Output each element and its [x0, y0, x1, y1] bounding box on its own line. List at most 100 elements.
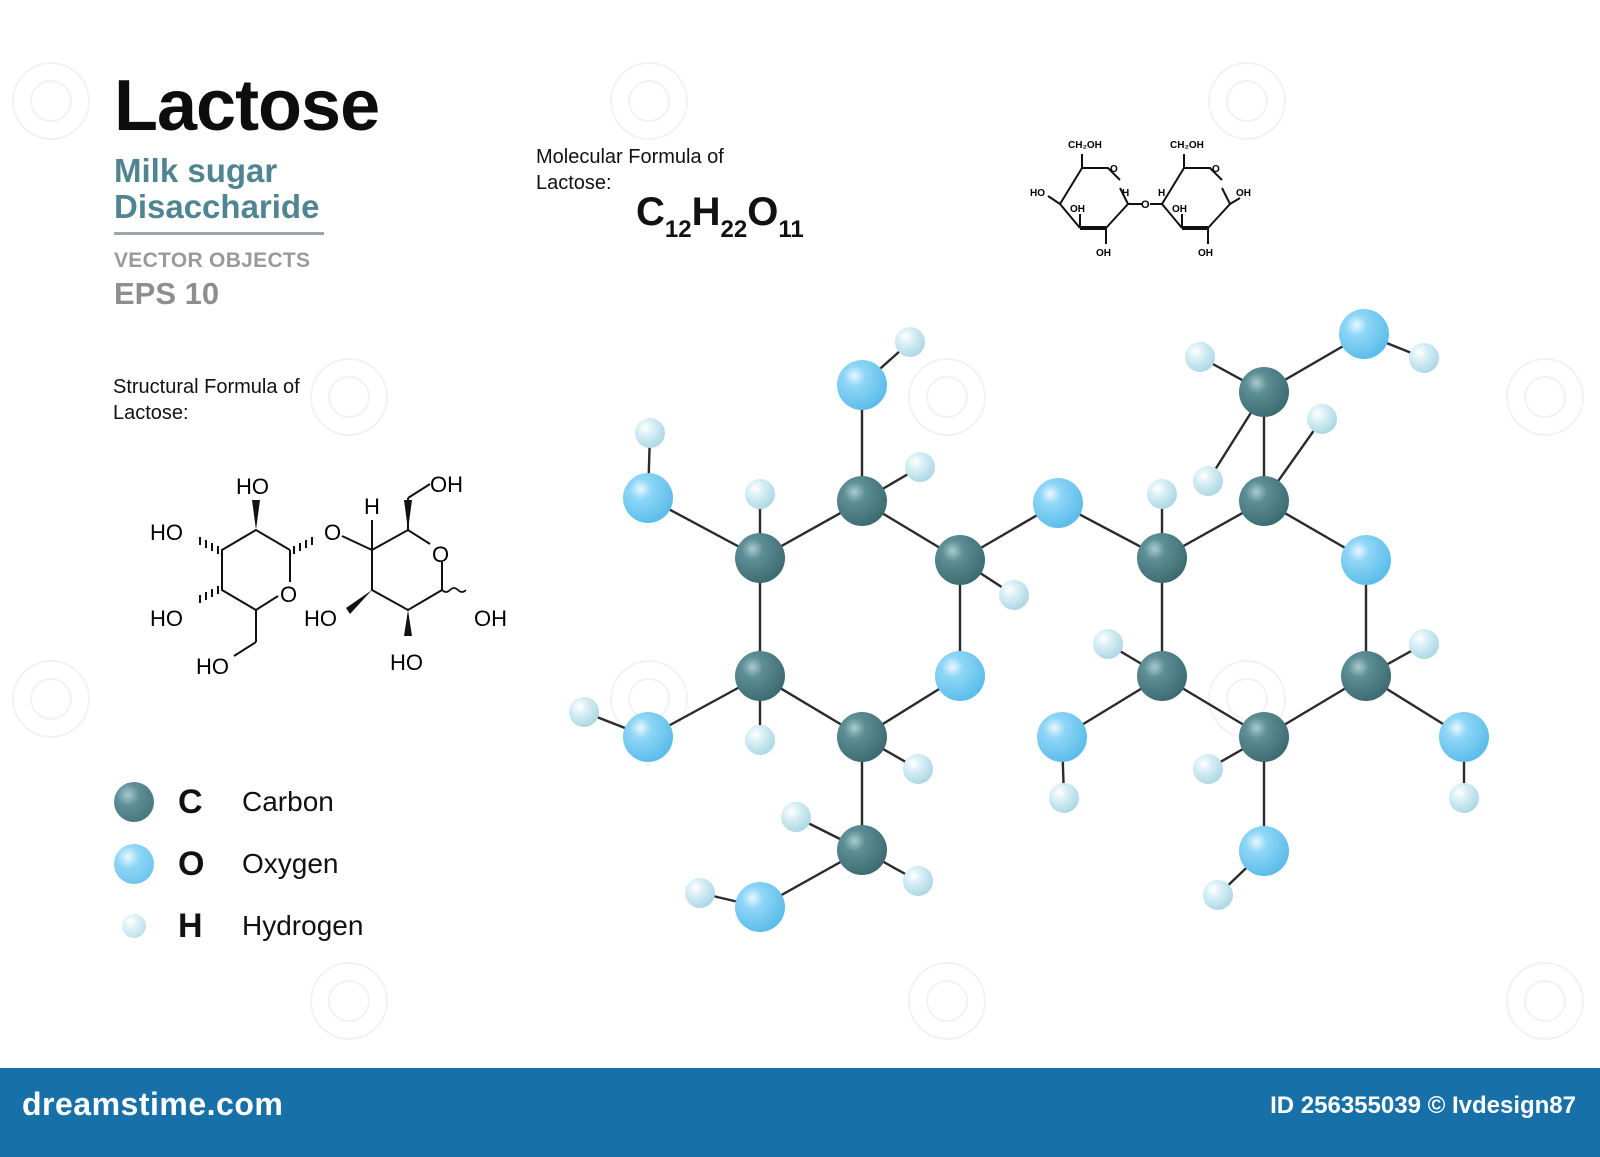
oxygen-atom [1239, 826, 1289, 876]
label-o-bridge: O [324, 520, 341, 545]
hydrogen-atom [1193, 466, 1223, 496]
label-oh-top-right: OH [430, 472, 463, 497]
hydrogen-atom [1307, 404, 1337, 434]
label-h-bridge: H [364, 494, 380, 519]
hydrogen-atom [1203, 880, 1233, 910]
hydrogen-atom [903, 754, 933, 784]
carbon-atom [837, 476, 887, 526]
hydrogen-atom [569, 697, 599, 727]
label-ho-left-upper: HO [150, 520, 183, 545]
watermark-ring [908, 962, 986, 1040]
structural-formula-caption: Structural Formula of Lactose: [113, 374, 300, 426]
haworth-ch2oh-right: CH₂OH [1170, 140, 1204, 151]
haworth-ho-left: HO [1030, 188, 1045, 199]
watermark-ring [12, 660, 90, 738]
haworth-o-ring-right: O [1212, 164, 1220, 175]
haworth-projection: CH₂OH CH₂OH HO H O H OH OH OH OH OH O O [1030, 140, 1251, 259]
legend-symbol: C [178, 783, 203, 821]
haworth-o-ring-left: O [1110, 164, 1118, 175]
carbon-atom [1239, 712, 1289, 762]
footer-logo[interactable]: dreamstime.com [22, 1086, 284, 1122]
watermark-ring [310, 358, 388, 436]
haworth-oh-right: OH [1236, 188, 1251, 199]
structural-formula: HO HO HO HO O O H OH O HO OH HO [150, 472, 507, 679]
hydrogen-atom [903, 866, 933, 896]
carbon-atom [735, 651, 785, 701]
structural-caption-line2: Lactose: [113, 402, 189, 424]
legend-symbol: O [178, 845, 205, 883]
hydrogen-atom [1449, 783, 1479, 813]
legend-name: Oxygen [242, 848, 339, 879]
carbon-atom [837, 825, 887, 875]
formula-element: H [691, 190, 721, 234]
watermark-ring [1506, 962, 1584, 1040]
formula-count: 12 [664, 216, 692, 243]
haworth-oh-ring-right: OH [1172, 204, 1187, 215]
formula-count: 22 [720, 216, 748, 243]
watermark-ring [1506, 358, 1584, 436]
haworth-h-left: H [1122, 188, 1129, 199]
carbon-atom [935, 535, 985, 585]
structural-caption-line1: Structural Formula of [113, 376, 300, 398]
oxygen-atom [1341, 535, 1391, 585]
label-oh-right-end: OH [474, 606, 507, 631]
haworth-ch2oh-left: CH₂OH [1068, 140, 1102, 151]
oxygen-atom [837, 360, 887, 410]
vector-objects-label: VECTOR OBJECTS [114, 249, 311, 272]
oxygen-atom [623, 473, 673, 523]
label-ho-left-lower: HO [150, 606, 183, 631]
hydrogen-atom [1093, 629, 1123, 659]
footer-banner: dreamstime.com ID 256355039 © Ivdesign87 [0, 1068, 1600, 1157]
hydrogen-atom [895, 327, 925, 357]
formula-count: 11 [778, 216, 804, 243]
page-title: Lactose [114, 66, 380, 146]
legend-name: Hydrogen [242, 910, 364, 941]
label-o-ring-right: O [432, 542, 449, 567]
carbon-atom [1341, 651, 1391, 701]
hydrogen-atom [1193, 754, 1223, 784]
subtitle-class: Disaccharide [114, 188, 320, 225]
hydrogen-atom [1409, 343, 1439, 373]
haworth-oh-bottom-right: OH [1198, 248, 1213, 259]
carbon-atom [1137, 651, 1187, 701]
carbon-atom [1239, 476, 1289, 526]
footer-image-id: ID 256355039 © Ivdesign87 [1270, 1092, 1576, 1119]
watermark-ring [908, 358, 986, 436]
molecular-formula-caption: Molecular Formula of Lactose: [536, 144, 724, 196]
haworth-oh-ring-left: OH [1070, 204, 1085, 215]
atoms [569, 309, 1489, 932]
label-ho-right-lower: HO [304, 606, 337, 631]
hydrogen-atom [781, 802, 811, 832]
oxygen-atom [1439, 712, 1489, 762]
label-ho-bottom-ch2: HO [196, 654, 229, 679]
oxygen-atom [1037, 712, 1087, 762]
watermark-ring [310, 962, 388, 1040]
label-o-ring-left: O [280, 582, 297, 607]
carbon-atom [837, 712, 887, 762]
legend-name: Carbon [242, 786, 334, 817]
hydrogen-atom [685, 878, 715, 908]
label-ho-bottom-right: HO [390, 650, 423, 675]
carbon-atom [735, 533, 785, 583]
hydrogen-atom [1409, 629, 1439, 659]
oxygen-atom [735, 882, 785, 932]
legend-symbol: H [178, 907, 203, 945]
haworth-oh-bottom-left: OH [1096, 248, 1111, 259]
haworth-h-right: H [1158, 188, 1165, 199]
hydrogen-ball-icon [122, 914, 146, 938]
hydrogen-atom [1049, 783, 1079, 813]
divider [114, 232, 324, 235]
hydrogen-atom [1185, 342, 1215, 372]
carbon-atom [1239, 367, 1289, 417]
label-ho-top: HO [236, 474, 269, 499]
oxygen-atom [1339, 309, 1389, 359]
formula-element: C [636, 190, 665, 234]
hydrogen-atom [745, 479, 775, 509]
molecular-caption-line2: Lactose: [536, 172, 612, 194]
hydrogen-atom [999, 580, 1029, 610]
haworth-o-bridge: O [1141, 199, 1150, 211]
molecular-caption-line1: Molecular Formula of [536, 146, 724, 168]
oxygen-atom [935, 651, 985, 701]
formula-element: O [747, 190, 779, 234]
eps-label: EPS 10 [114, 276, 220, 311]
